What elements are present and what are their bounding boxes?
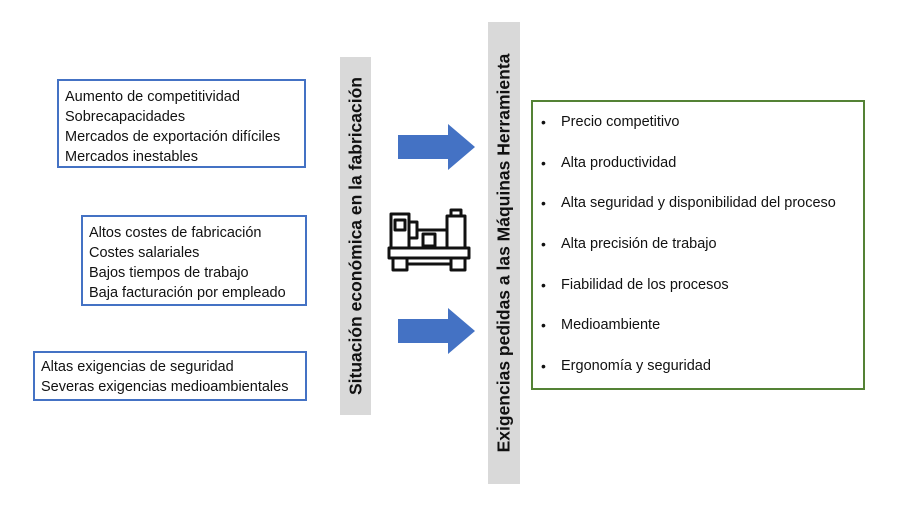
bullet: •: [541, 317, 546, 334]
requirement-label: Ergonomía y seguridad: [561, 358, 711, 375]
box-line: Altas exigencias de seguridad: [41, 359, 234, 375]
list-item: • Medioambiente: [533, 317, 863, 358]
box-line: Altos costes de fabricación: [89, 225, 262, 241]
box-line: Mercados inestables: [65, 149, 198, 165]
economic-factors-box-competitiveness: Aumento de competitividad Sobrecapacidad…: [57, 79, 306, 168]
arrow-right-icon: [398, 308, 475, 354]
box-line: Bajos tiempos de trabajo: [89, 265, 249, 281]
requirements-label-bar: Exigencias pedidas a las Máquinas Herram…: [488, 22, 520, 484]
arrow-right-icon: [398, 124, 475, 170]
box-line: Baja facturación por empleado: [89, 285, 286, 301]
box-line: Costes salariales: [89, 245, 200, 261]
economic-factors-box-safety: Altas exigencias de seguridad Severas ex…: [33, 351, 307, 401]
list-item: • Ergonomía y seguridad: [533, 358, 863, 399]
list-item: • Fiabilidad de los procesos: [533, 277, 863, 318]
economic-factors-box-costs: Altos costes de fabricación Costes salar…: [81, 215, 307, 306]
bullet: •: [541, 276, 546, 293]
lathe-machine-icon: [387, 208, 471, 272]
box-line: Mercados de exportación difíciles: [65, 129, 281, 145]
bullet: •: [541, 195, 546, 212]
list-item: • Alta productividad: [533, 155, 863, 196]
bullet: •: [541, 358, 546, 375]
box-line: Aumento de competitividad: [65, 89, 240, 105]
requirement-label: Alta productividad: [561, 154, 677, 171]
box-line: Severas exigencias medioambientales: [41, 379, 289, 395]
requirement-label: Alta precisión de trabajo: [561, 236, 717, 253]
list-item: • Alta seguridad y disponibilidad del pro…: [533, 195, 863, 236]
bullet: •: [541, 154, 546, 171]
requirements-list: •Precio competitivo •Alta productividad …: [533, 102, 863, 399]
situation-label: Situación económica en la fabricación: [345, 76, 365, 396]
requirement-label: Fiabilidad de los procesos: [561, 276, 729, 293]
situation-label-bar: Situación económica en la fabricación: [340, 57, 371, 415]
bullet: •: [541, 236, 546, 253]
bullet: •: [541, 114, 546, 130]
list-item: • Precio competitivo: [533, 114, 863, 155]
requirement-label: Precio competitivo: [561, 114, 680, 130]
requirements-box: •Precio competitivo •Alta productividad …: [531, 100, 865, 390]
box-line: Sobrecapacidades: [65, 109, 186, 125]
requirement-label: Alta seguridad y disponibilidad del proc…: [561, 195, 836, 212]
list-item: • Alta precisión de trabajo: [533, 236, 863, 277]
requirements-label: Exigencias pedidas a las Máquinas Herram…: [493, 53, 514, 453]
requirement-label: Medioambiente: [561, 317, 661, 334]
